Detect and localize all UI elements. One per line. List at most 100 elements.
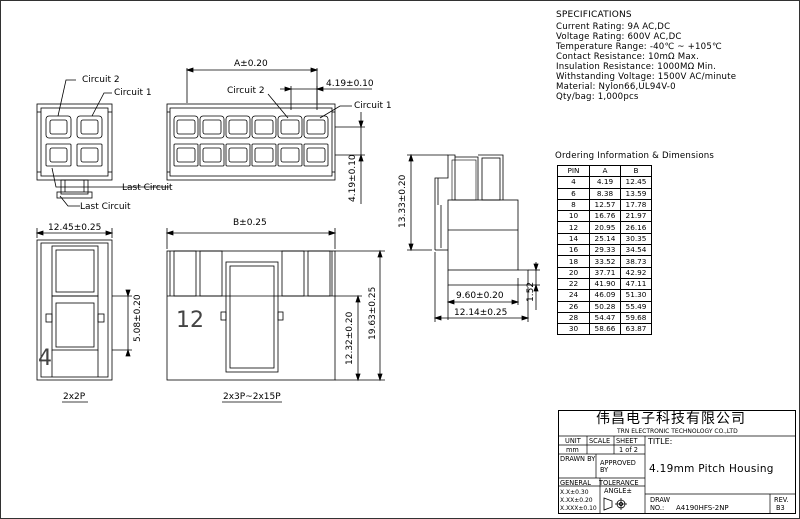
- table-cell: 8: [557, 198, 590, 212]
- column-header: A: [589, 164, 621, 178]
- company-name-cn: 伟昌电子科技有限公司: [596, 411, 746, 427]
- mark-12: 12: [176, 308, 204, 333]
- specifications-title: SPECIFICATIONS: [556, 10, 632, 20]
- company-name-en: TRN ELECTRONIC TECHNOLOGY CO.,LTD: [617, 428, 738, 435]
- specifications-block: SPECIFICATIONS Current Rating: 9A AC,DC …: [556, 10, 796, 102]
- label-last-circuit-left: Last Circuit: [80, 202, 131, 212]
- mark-4: 4: [38, 346, 52, 371]
- table-cell: 13.59: [620, 187, 652, 200]
- ordering-title: Ordering Information & Dimensions: [555, 151, 715, 161]
- table-cell: 6: [557, 187, 590, 200]
- rev-value: B3: [776, 504, 785, 512]
- table-cell: 26: [557, 300, 590, 313]
- table-cell: 12.57: [589, 198, 621, 212]
- dim-b: B±0.25: [233, 218, 267, 228]
- table-cell: 10: [557, 210, 590, 223]
- label-circuit-1-left: Circuit 1: [114, 88, 152, 98]
- table-cell: 37.71: [589, 266, 621, 279]
- scale-label: SCALE: [589, 437, 611, 445]
- view-2x2p-side: [35, 228, 132, 381]
- label-circuit-1-center: Circuit 1: [354, 101, 392, 111]
- table-cell: 30: [557, 323, 590, 336]
- table-cell: 38.73: [620, 255, 652, 268]
- label-2x3p: 2x3P~2x15P: [223, 392, 281, 402]
- tolerance-2: X.XX±0.20: [560, 497, 593, 504]
- unit-label: UNIT: [565, 437, 581, 445]
- table-cell: 17.78: [620, 198, 652, 212]
- dim-pitch: 4.19±0.10: [326, 79, 374, 89]
- table-cell: 20.95: [589, 221, 621, 234]
- label-2x2p: 2x2P: [63, 392, 86, 402]
- dim-12-32: 12.32±0.20: [345, 311, 355, 365]
- table-cell: 16: [557, 244, 590, 257]
- drawing-title: 4.19mm Pitch Housing: [649, 463, 774, 475]
- tolerance-label: TOLERANCE: [599, 479, 639, 487]
- view-profile: [407, 153, 540, 322]
- table-cell: 34.54: [620, 244, 652, 257]
- table-cell: 21.97: [620, 210, 652, 223]
- sheet-label: SHEET: [616, 437, 638, 445]
- table-cell: 28: [557, 311, 590, 325]
- table-cell: 63.87: [620, 323, 652, 336]
- table-cell: 18: [557, 255, 590, 268]
- table-cell: 12.45: [620, 176, 652, 189]
- title-block-grid: [558, 435, 796, 514]
- table-cell: 30.35: [620, 232, 652, 246]
- view-2x2p-front: [36, 79, 170, 207]
- dim-a: A±0.20: [234, 59, 268, 69]
- table-cell: 47.11: [620, 277, 652, 291]
- column-header: PIN: [557, 164, 590, 178]
- approved-label-1: APPROVED: [600, 459, 636, 467]
- unit-value: mm: [566, 446, 579, 454]
- view-multi-side: [165, 228, 385, 382]
- table-cell: 24: [557, 289, 590, 302]
- column-header: B: [620, 164, 652, 178]
- table-cell: 4.19: [589, 176, 621, 189]
- table-cell: 55.49: [620, 300, 652, 313]
- table-cell: 14: [557, 232, 590, 246]
- label-circuit-2-center: Circuit 2: [227, 86, 265, 96]
- approved-label-2: BY: [600, 466, 609, 474]
- spec-line: Contact Resistance: 10mΩ Max.: [556, 52, 700, 62]
- dim-5-08: 5.08±0.20: [133, 294, 143, 342]
- spec-line: Current Rating: 9A AC,DC: [556, 22, 671, 32]
- table-cell: 58.66: [589, 323, 621, 336]
- draw-no-label-1: DRAW: [650, 496, 671, 504]
- spec-line: Qty/bag: 1,000pcs: [556, 92, 639, 102]
- dim-12-45: 12.45±0.25: [48, 223, 102, 233]
- title-block: [558, 410, 796, 514]
- table-cell: 25.14: [589, 232, 621, 246]
- tolerance-1: X.X±0.30: [560, 489, 589, 496]
- projection-symbol: [603, 497, 627, 511]
- view-multi-front: [166, 67, 372, 204]
- label-last-circuit-center: Last Circuit: [122, 183, 173, 193]
- table-cell: 20: [557, 266, 590, 279]
- draw-no-value: A4190HFS-2NP: [676, 504, 729, 512]
- table-cell: 26.16: [620, 221, 652, 234]
- angle-label: ANGLE±: [604, 487, 632, 495]
- table-cell: 50.28: [589, 300, 621, 313]
- dim-12-14: 12.14±0.25: [454, 308, 508, 318]
- table-cell: 29.33: [589, 244, 621, 257]
- table-cell: 42.92: [620, 266, 652, 279]
- spec-line: Insulation Resistance: 1000MΩ Min.: [556, 62, 717, 72]
- draw-no-label-2: NO.:: [650, 504, 665, 512]
- table-cell: 8.38: [589, 187, 621, 200]
- table-cell: 54.47: [589, 311, 621, 325]
- tolerance-3: X.XXX±0.10: [560, 505, 597, 512]
- table-cell: 4: [557, 176, 590, 189]
- dim-13-33: 13.33±0.20: [398, 174, 408, 228]
